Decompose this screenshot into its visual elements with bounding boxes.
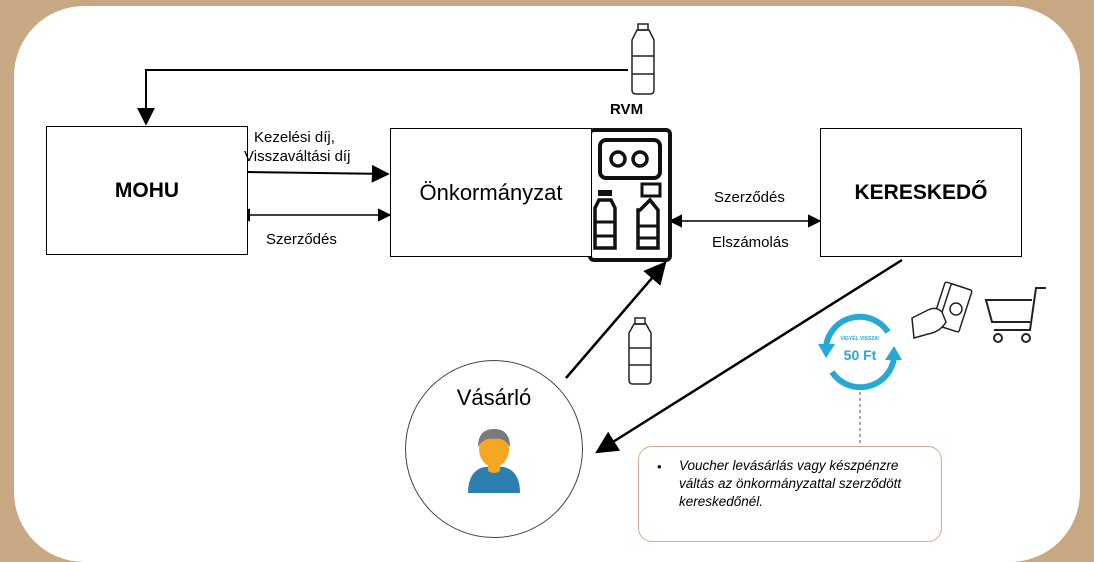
vasarlo-node: Vásárló [405, 360, 583, 538]
customer-to-rvm-arrow [565, 261, 667, 379]
voucher-top-text: VIGYÉL VISSZA! [840, 334, 880, 342]
onkormanyzat-node: Önkormányzat [390, 128, 592, 257]
voucher-callout: • Voucher levásárlás vagy készpénzre vál… [638, 446, 942, 542]
fees-arrow [247, 164, 390, 183]
bottle-icon [631, 23, 655, 95]
fees-label-line2: Visszaváltási díj [244, 148, 351, 165]
rvm-machine-icon [588, 128, 672, 262]
mohu-label: MOHU [114, 178, 180, 202]
fees-label-line1: Kezelési díj, [254, 129, 335, 146]
callout-text: Voucher levásárlás vagy készpénzre váltá… [679, 458, 902, 509]
merchant-to-customer-arrow [595, 258, 903, 454]
shopping-cart-icon [984, 287, 1046, 343]
bottle-icon-2 [628, 317, 652, 385]
contract-label-left: Szerződés [266, 231, 337, 248]
rvm-label: RVM [610, 101, 644, 118]
callout-bullet: • [657, 459, 662, 474]
kereskedo-node: KERESKEDŐ [820, 128, 1022, 257]
voucher-amount: 50 Ft [844, 347, 877, 363]
user-icon [468, 429, 520, 493]
voucher-refresh-icon: VIGYÉL VISSZA! 50 Ft [818, 313, 902, 391]
mohu-node: MOHU [46, 126, 248, 255]
kereskedo-label: KERESKEDŐ [854, 180, 988, 204]
contract-label-right: Szerződés [714, 189, 785, 206]
settlement-label: Elszámolás [712, 234, 789, 251]
vasarlo-label: Vásárló [456, 385, 532, 410]
bottle-return-arrow [137, 69, 628, 126]
money-hand-icon [911, 281, 973, 339]
onkormanyzat-label: Önkormányzat [419, 179, 563, 205]
